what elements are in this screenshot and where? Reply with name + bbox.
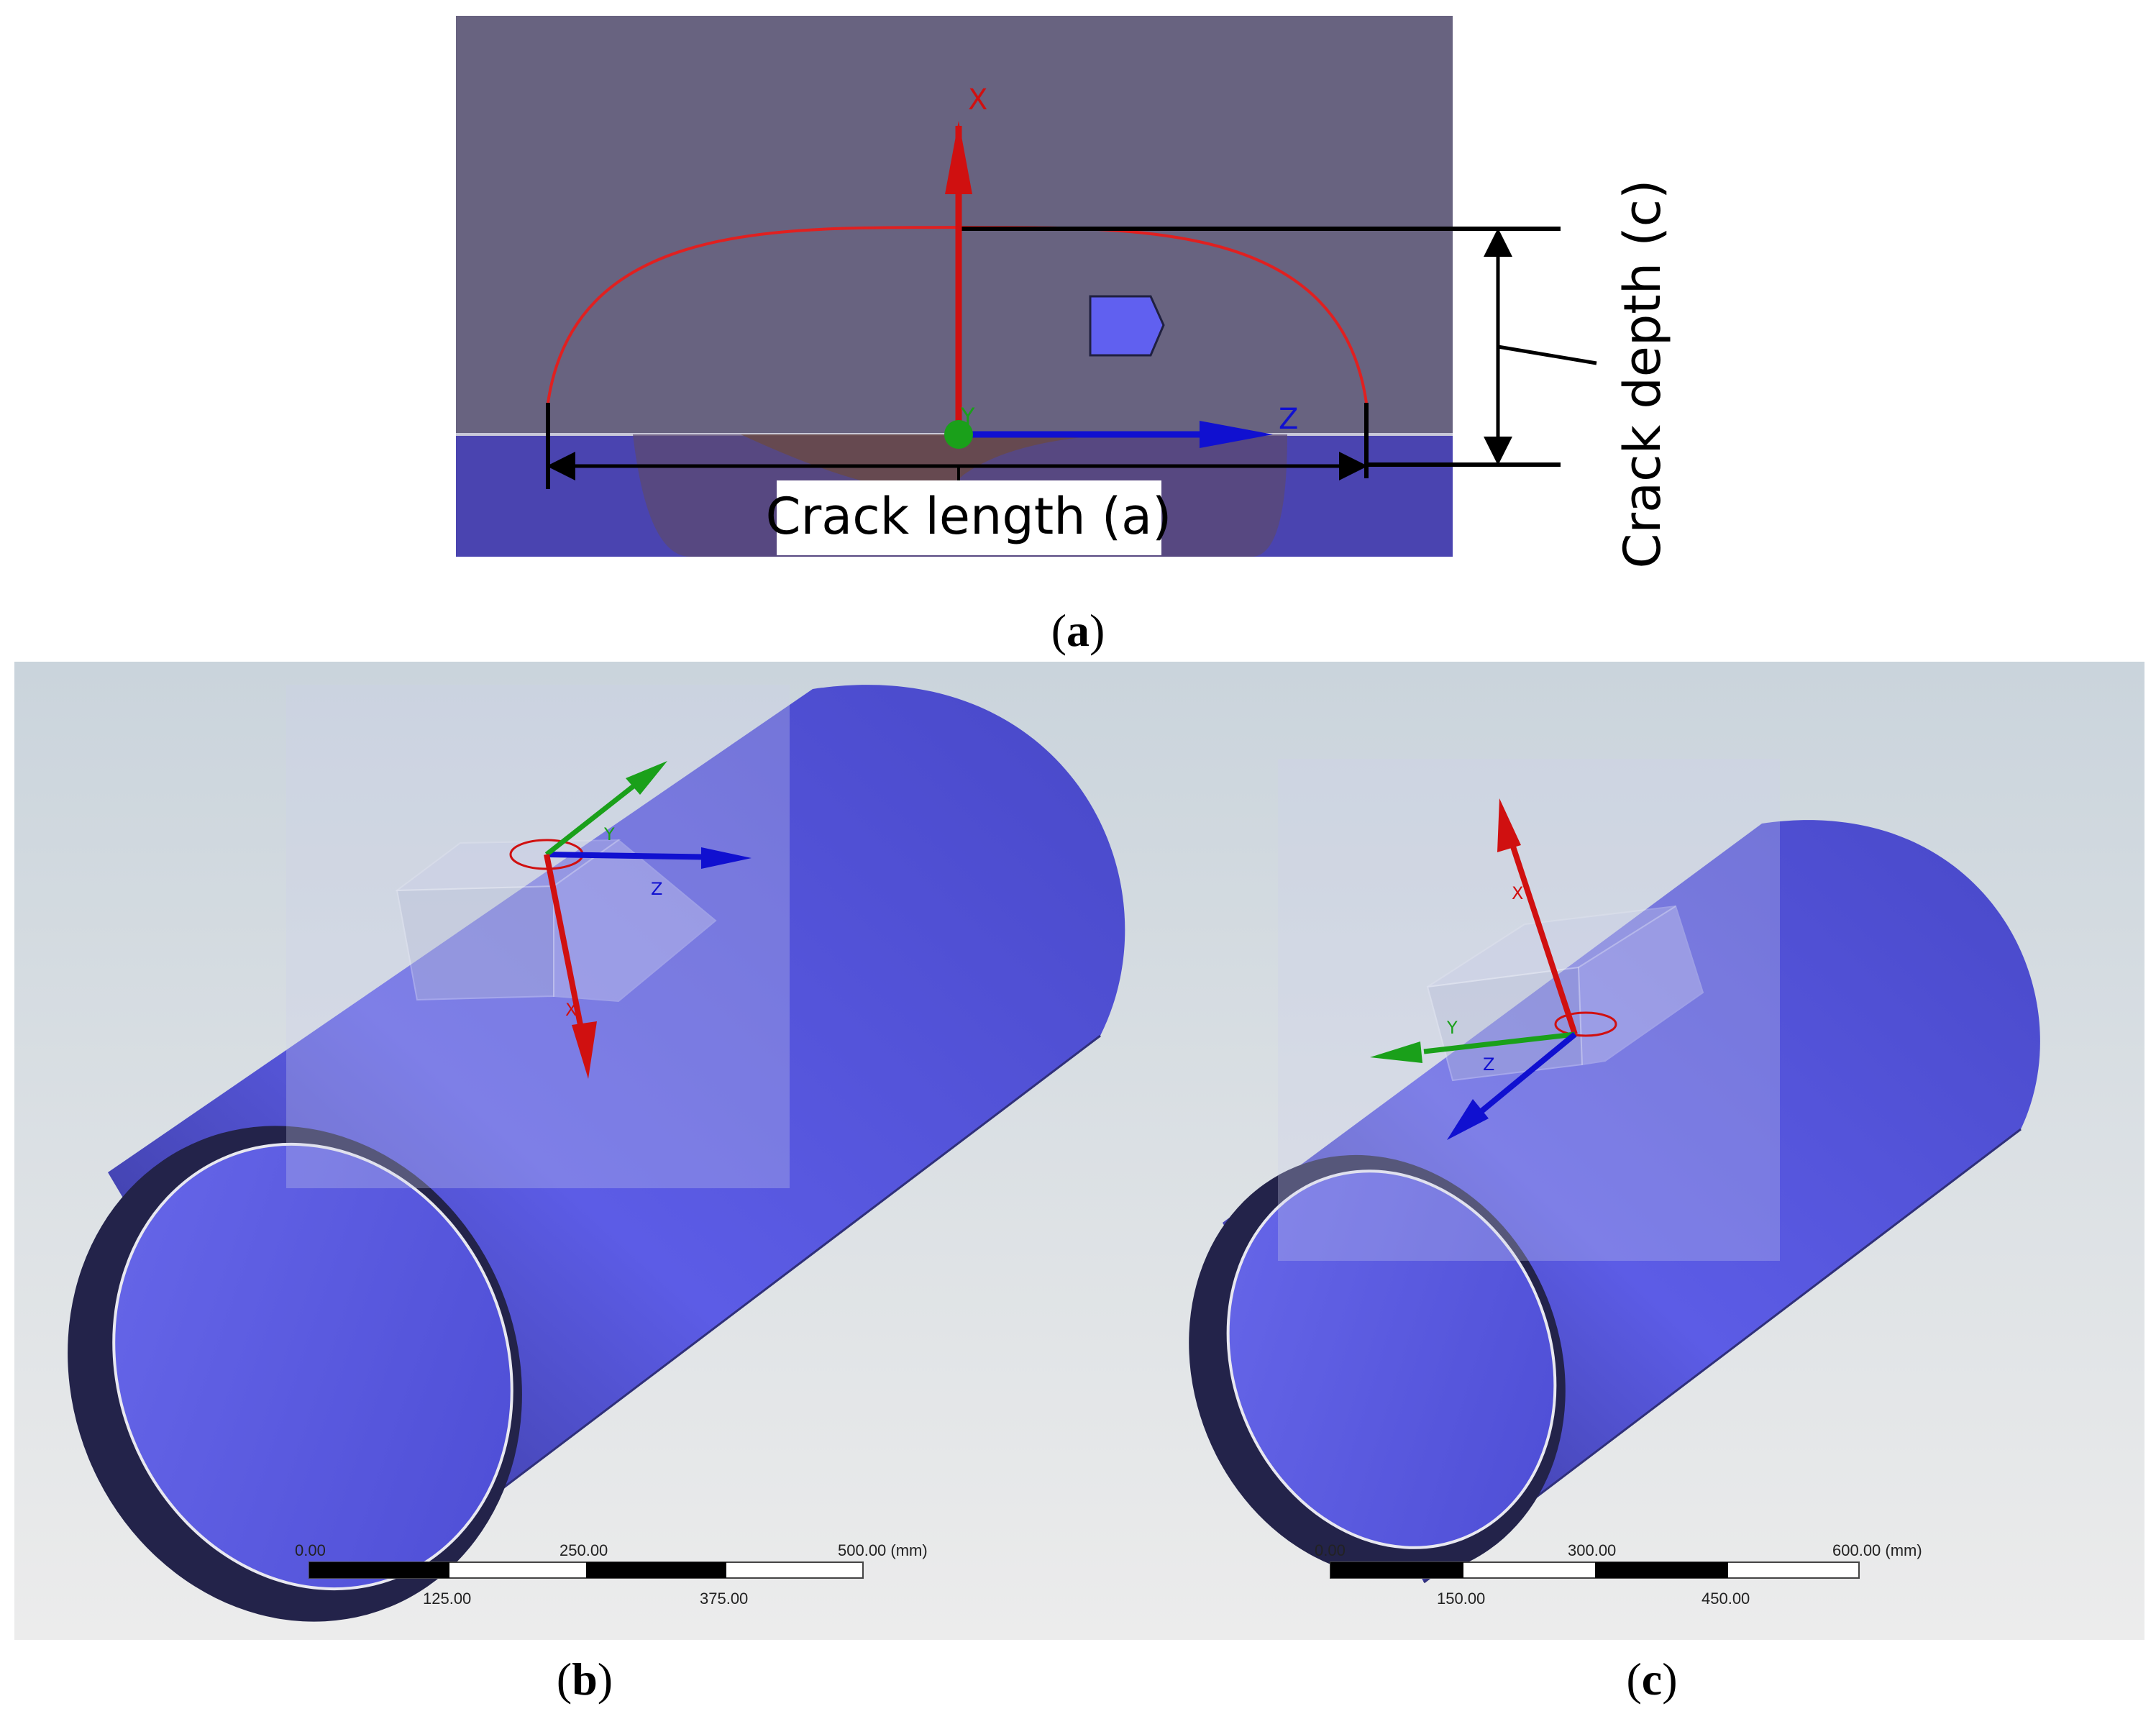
axis-y-arrow-c — [1423, 1031, 1576, 1054]
crack-front-c — [1554, 1011, 1617, 1037]
scale-bottom-0-b: 125.00 — [423, 1590, 471, 1608]
scale-bar-seg1-b — [309, 1562, 449, 1578]
scale-top-0-c: 0.00 — [1315, 1541, 1346, 1559]
axis-x-label-a: X — [968, 83, 987, 117]
crack-box-side-c — [1577, 905, 1704, 1066]
scale-bottom-1-c: 450.00 — [1701, 1590, 1750, 1608]
pipe-bore-c — [1226, 1169, 1557, 1549]
axis-z-head-b — [701, 847, 752, 869]
crack-length-label-box — [777, 480, 1161, 555]
caption-c: (c) — [1626, 1654, 1677, 1705]
panel-b: Y Z X 0.00 250.00 500.00 (mm) 125.00 375… — [68, 685, 1125, 1705]
crack-plane-c — [1278, 759, 1780, 1261]
crack-plane-b — [286, 685, 790, 1188]
scale-top-1-b: 250.00 — [559, 1541, 608, 1559]
axis-y-label-a: Y — [960, 403, 975, 430]
axis-y-arrow-b — [544, 773, 649, 857]
caption-c-letter: c — [1642, 1654, 1662, 1705]
axis-x-head-b — [572, 1021, 597, 1079]
crack-box-side-b — [553, 839, 717, 1003]
axis-x-head-a — [945, 121, 972, 194]
scale-top-0-b: 0.00 — [295, 1541, 326, 1559]
axis-z-label-b: Z — [651, 879, 662, 899]
pentagon-marker — [1089, 295, 1165, 357]
axis-z-arrow-b — [546, 852, 727, 860]
axis-x-label-b: X — [565, 1000, 577, 1020]
crack-depth-leader — [1497, 345, 1597, 365]
axis-x-arrow-b — [544, 854, 585, 1036]
scale-top-2-c: 600.00 (mm) — [1832, 1541, 1922, 1559]
scale-bottom-1-b: 375.00 — [700, 1590, 748, 1608]
caption-b: (b) — [557, 1654, 613, 1705]
scale-bar-seg1-c — [1330, 1562, 1463, 1578]
axis-x-label-c: X — [1512, 883, 1523, 903]
axis-z-arrow-c — [1479, 1031, 1577, 1114]
axis-y-head-c — [1370, 1041, 1422, 1063]
crack-length-label: Crack length (a) — [766, 487, 1172, 546]
panel-a: X Y Z Crack length (a) Crack depth (c) (… — [456, 16, 1672, 656]
axis-y-label-c: Y — [1446, 1018, 1458, 1038]
panel-c: X Y Z 0.00 300.00 600.00 (mm) 150.00 450… — [1189, 759, 2040, 1705]
crack-box-front-b — [396, 885, 554, 1001]
crack-depth-label: Crack depth (c) — [1613, 180, 1672, 569]
plate-upper-region — [456, 16, 1453, 434]
axis-y-head-b — [626, 761, 667, 795]
scale-bar-seg3-b — [586, 1562, 726, 1578]
axis-x-arrow-c — [1507, 836, 1578, 1036]
scale-bottom-0-c: 150.00 — [1437, 1590, 1485, 1608]
axis-x-head-c — [1497, 798, 1521, 852]
axis-z-head-c — [1447, 1099, 1489, 1140]
axis-z-head-a — [1200, 421, 1273, 448]
scale-top-1-c: 300.00 — [1568, 1541, 1616, 1559]
caption-b-letter: b — [572, 1654, 598, 1705]
scale-bar-b: 0.00 250.00 500.00 (mm) 125.00 375.00 — [295, 1541, 928, 1608]
axis-y-label-b: Y — [603, 824, 615, 844]
caption-a: (a) — [1051, 605, 1105, 656]
axis-z-label-a: Z — [1279, 403, 1298, 436]
scale-top-2-b: 500.00 (mm) — [838, 1541, 928, 1559]
axis-z-label-c: Z — [1483, 1054, 1494, 1075]
crack-box-top-c — [1427, 906, 1676, 988]
caption-a-letter: a — [1066, 605, 1090, 656]
scale-bar-c: 0.00 300.00 600.00 (mm) 150.00 450.00 — [1315, 1541, 1922, 1608]
axis-y-origin-a — [944, 420, 973, 449]
scale-bar-seg3-c — [1595, 1562, 1728, 1578]
